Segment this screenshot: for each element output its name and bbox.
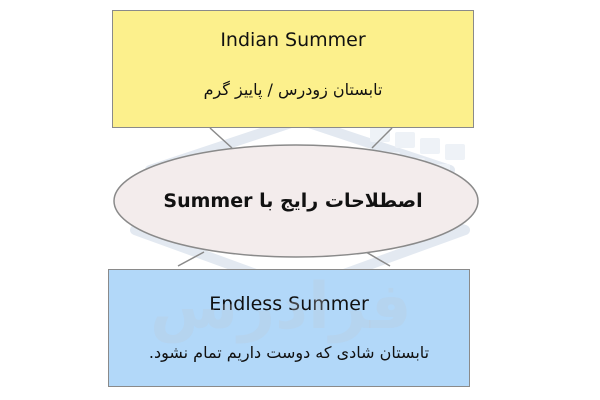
connector-top-left [209,127,233,149]
connector-bottom-left [177,251,205,267]
endless-summer-box [108,269,470,387]
indian-summer-box [112,10,474,128]
endless-summer-translation: تابستان شادی که دوست داریم تمام نشود. [148,343,430,362]
connector-bottom-right [365,251,391,267]
indian-summer-title: Indian Summer [220,29,366,51]
endless-summer-title: Endless Summer [209,293,369,315]
connector-top-right [371,127,393,149]
center-label: اصطلاحات رایج با Summer [163,190,423,212]
indian-summer-translation: تابستان زودرس / پاییز گرم [203,80,383,99]
center-ellipse [113,144,479,258]
watermark-logo-text: فرادرس [150,270,412,344]
